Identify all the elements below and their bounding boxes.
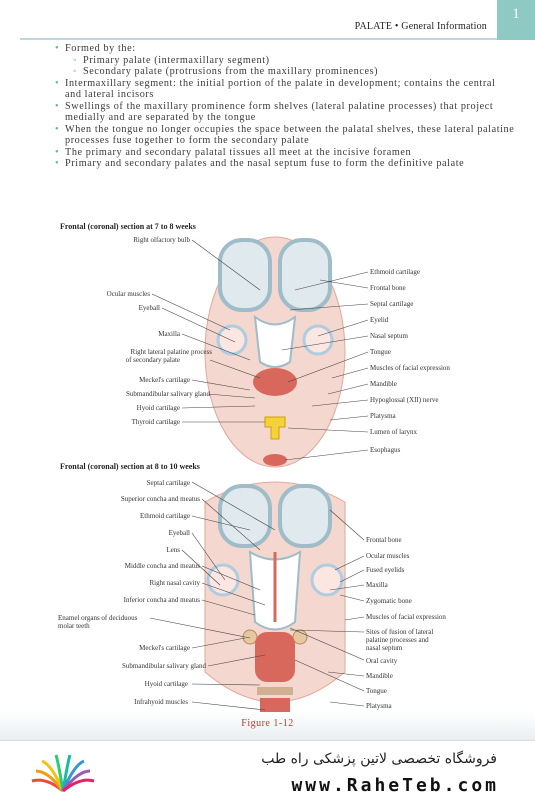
bullet-item: Intermaxillary segment: the initial port…	[55, 78, 515, 101]
label-inferior-concha: Inferior concha and meatus	[123, 596, 200, 604]
label-septal-cartilage: Septal cartilage	[370, 300, 414, 308]
bullet-item: Swellings of the maxillary prominence fo…	[55, 101, 515, 124]
label-zygomatic-bone: Zygomatic bone	[366, 597, 412, 605]
label-ethmoid-cartilage-2: Ethmoid cartilage	[140, 512, 190, 520]
figure-caption-bar: Figure 1-12	[0, 712, 535, 740]
label-meckels-cartilage: Meckel's cartilage	[139, 376, 190, 384]
bullet-text: Intermaxillary segment: the initial port…	[65, 77, 496, 101]
bullet-text: When the tongue no longer occupies the s…	[65, 123, 515, 147]
label-muscles-facial-expression-2: Muscles of facial expression	[366, 613, 446, 621]
bullet-item: Formed by the: Primary palate (intermaxi…	[55, 43, 515, 78]
sub-bullet-text: Secondary palate (protrusions from the m…	[83, 66, 379, 77]
bullet-text: The primary and secondary palatal tissue…	[65, 146, 412, 158]
label-muscles-of-facial-expression: Muscles of facial expression	[370, 364, 450, 372]
label-ocular-muscles-2: Ocular muscles	[366, 552, 410, 560]
label-hypoglossal-nerve: Hypoglossal (XII) nerve	[370, 396, 439, 404]
label-meckels-cartilage-2: Meckel's cartilage	[139, 644, 190, 652]
label-eyelid: Eyelid	[370, 316, 389, 324]
footer-url: www.RaheTeb.com	[291, 775, 499, 796]
bullet-text: Formed by the:	[65, 43, 136, 54]
sub-bullet-text: Primary palate (intermaxillary segment)	[83, 54, 270, 66]
label-superior-concha: Superior concha and meatus	[120, 495, 200, 503]
bullet-item: The primary and secondary palatal tissue…	[55, 147, 515, 159]
label-ethmoid-cartilage: Ethmoid cartilage	[370, 268, 420, 276]
label-molar-teeth: molar teeth	[58, 622, 90, 630]
label-nasal-septum: Nasal septum	[370, 332, 408, 340]
book-logo-icon	[31, 754, 95, 793]
sub-bullet-item: Primary palate (intermaxillary segment)	[73, 55, 515, 67]
label-esophagus: Esophagus	[370, 446, 401, 454]
label-platysma-2: Platysma	[366, 702, 392, 710]
label-lumen-of-larynx: Lumen of larynx	[370, 428, 418, 436]
label-hyoid-cartilage-2: Hyoid cartilage	[144, 680, 188, 688]
label-thyroid-cartilage: Thyroid cartilage	[131, 418, 180, 426]
label-of-secondary-palate: of secondary palate	[125, 356, 180, 364]
label-right-nasal-cavity: Right nasal cavity	[149, 579, 200, 587]
label-platysma: Platysma	[370, 412, 396, 420]
running-header: PALATE • General Information	[0, 14, 535, 40]
label-frontal-bone-2: Frontal bone	[366, 536, 402, 544]
label-mandible-2: Mandible	[366, 672, 393, 680]
bullet-list: Formed by the: Primary palate (intermaxi…	[55, 43, 515, 170]
bullet-text: Primary and secondary palates and the na…	[65, 158, 465, 169]
figure-caption: Figure 1-12	[241, 718, 294, 729]
label-ocular-muscles: Ocular muscles	[106, 290, 150, 298]
top-section-illustration	[204, 236, 346, 468]
label-tongue-2: Tongue	[366, 687, 387, 695]
label-middle-concha: Middle concha and meatus	[124, 562, 200, 570]
running-title: PALATE • General Information	[354, 21, 487, 32]
label-fused-eyelids: Fused eyelids	[366, 566, 405, 574]
label-maxilla: Maxilla	[158, 330, 180, 338]
bullet-item: Primary and secondary palates and the na…	[55, 158, 515, 170]
label-enamel-organs: Enamel organs of deciduous	[58, 614, 138, 622]
label-right-olfactory-bulb: Right olfactory bulb	[133, 236, 190, 244]
label-submandibular-salivary-gland: Submandibular salivary gland	[126, 390, 210, 398]
footer-store-name: فروشگاه تخصصی لاتین پزشکی راه طب	[261, 751, 497, 767]
label-septal-cartilage-2: Septal cartilage	[146, 479, 190, 487]
top-section-title: Frontal (coronal) section at 7 to 8 week…	[60, 222, 196, 231]
label-maxilla-2: Maxilla	[366, 581, 388, 589]
label-eyeball-2: Eyeball	[168, 529, 190, 537]
footer-banner: فروشگاه تخصصی لاتین پزشکی راه طب www.Rah…	[0, 740, 535, 802]
anatomy-figure: Frontal (coronal) section at 7 to 8 week…	[50, 210, 490, 740]
label-sites-of-fusion-3: nasal septum	[366, 644, 403, 652]
bottom-section-title: Frontal (coronal) section at 8 to 10 wee…	[60, 462, 200, 471]
label-lens: Lens	[166, 546, 180, 554]
bullet-item: When the tongue no longer occupies the s…	[55, 124, 515, 147]
label-frontal-bone: Frontal bone	[370, 284, 406, 292]
label-eyeball: Eyeball	[138, 304, 160, 312]
label-oral-cavity: Oral cavity	[366, 657, 398, 665]
label-hyoid-cartilage: Hyoid cartilage	[136, 404, 180, 412]
label-mandible: Mandible	[370, 380, 397, 388]
label-sites-of-fusion-1: Sites of fusion of lateral	[366, 628, 434, 636]
header-rule	[20, 38, 497, 40]
label-submandibular-gland-2: Submandibular salivary gland	[122, 662, 206, 670]
page-number: 1	[512, 6, 520, 22]
label-infrahyoid-muscles: Infrahyoid muscles	[134, 698, 188, 706]
bullet-text: Swellings of the maxillary prominence fo…	[65, 100, 494, 124]
label-sites-of-fusion-2: palatine processes and	[366, 636, 429, 644]
leader-lines	[149, 239, 369, 711]
label-right-lateral-palatine-process: Right lateral palatine process	[130, 348, 212, 356]
sub-bullet-item: Secondary palate (protrusions from the m…	[73, 66, 515, 78]
page-number-tab: 1	[497, 0, 535, 40]
label-tongue: Tongue	[370, 348, 391, 356]
